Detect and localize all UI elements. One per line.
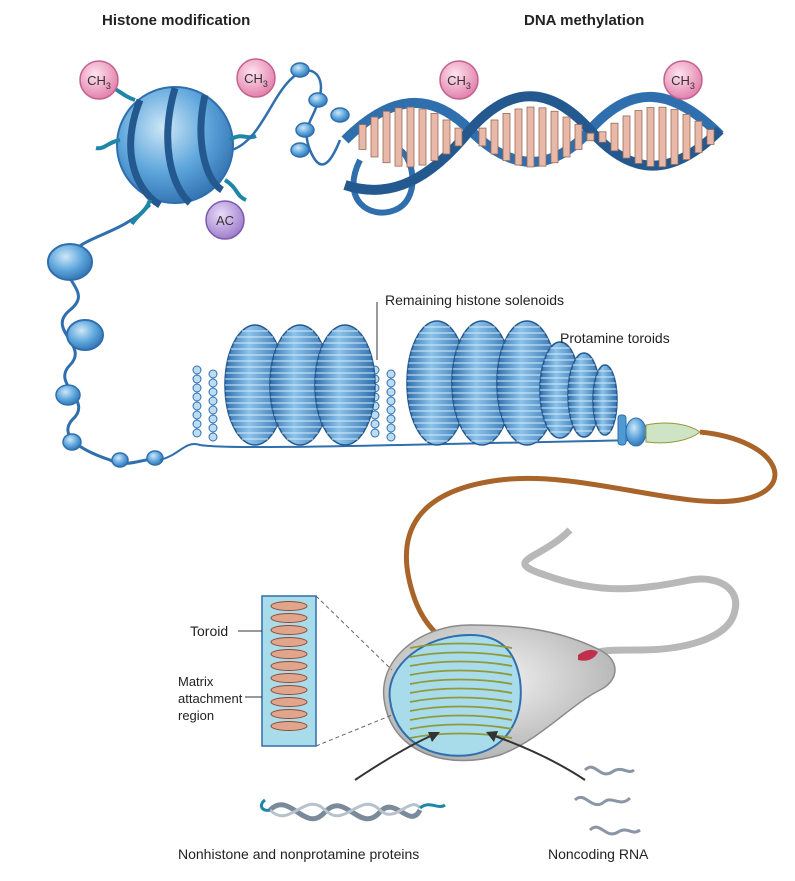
base-pair [370,116,379,158]
label-nonhistone-proteins: Nonhistone and nonprotamine proteins [178,846,420,862]
protamine-toroid [451,320,513,446]
noncoding-rna-illustration [573,765,641,836]
arrows [354,302,586,781]
midpiece-band [578,649,598,661]
inset-toroid [270,649,308,659]
dna-backbone-a [341,91,724,167]
arrow-proteins [354,734,434,781]
base-pair [358,124,367,150]
base-pair [442,119,451,155]
sperm-cell [382,527,740,762]
base-pair [610,122,619,152]
methyl-badge: CH3 [79,60,119,100]
base-pair [538,107,547,167]
histone-tail [130,199,152,226]
flagellum-gray [521,527,740,659]
arrow-rna [491,734,586,781]
base-pair [634,110,643,164]
upper-linker [231,62,350,166]
base-pair [706,129,715,145]
inset-toroid [270,625,308,635]
dna-wrap [127,98,162,208]
svg-text:AC: AC [216,213,234,228]
label-protamine-toroids: Protamine toroids [560,330,670,346]
svg-text:CH3: CH3 [244,71,268,89]
label-toroid: Toroid [190,623,229,639]
base-pair [622,115,631,159]
protamine-toroids [224,320,618,446]
base-pair [526,106,535,168]
svg-text:CH3: CH3 [671,73,695,91]
svg-text:CH3: CH3 [87,73,111,91]
flagellum-brown [404,429,778,663]
base-pair [418,108,427,166]
base-pair [394,107,403,167]
dna-wrap [197,94,225,194]
histone-tail [228,134,257,142]
histone-tail [223,178,247,202]
chromatin-loops [409,642,513,739]
nonhistone-protein-illustration [259,798,446,822]
base-pair [598,131,607,143]
histone-solenoid [192,365,218,442]
heading-histone-modification: Histone modification [102,12,251,29]
inset-toroid [270,721,308,731]
chromatin-fiber [159,439,641,461]
dna-double-helix [341,91,724,216]
base-pair [478,127,487,147]
inset-toroid [270,661,308,671]
base-pair [670,109,679,165]
base-pair [454,127,463,147]
acetyl-badge: AC [205,200,245,240]
base-pair [430,113,439,161]
protamine-toroid [592,364,618,436]
inset-toroid [270,709,308,719]
histone-solenoid [370,365,396,442]
svg-text:CH3: CH3 [447,73,471,91]
base-pair [406,106,415,168]
histone-tail [95,138,121,151]
label-remaining-histone-solenoids: Remaining histone solenoids [385,292,564,308]
inset-toroid [270,601,308,611]
histone-octamer [60,86,257,466]
base-pair [502,113,511,161]
inset-toroid [270,685,308,695]
inset-toroid [270,637,308,647]
methyl-badge: CH3 [236,58,276,98]
heading-dna-methylation: DNA methylation [524,12,645,29]
base-pair [658,106,667,168]
base-pair [586,132,595,142]
base-pairs [358,106,715,168]
dna-wrap [164,87,193,206]
label-noncoding-rna: Noncoding RNA [548,846,649,862]
base-pair [646,107,655,167]
fiber-taper [617,414,701,447]
base-pair [490,119,499,155]
linker-nucleosomes [47,243,164,468]
inset-toroid [270,697,308,707]
protamine-toroid [406,320,468,446]
label-matrix-attachment-region: Matrix attachment region [178,674,243,723]
toroid-inset [238,595,393,747]
base-pair [514,108,523,166]
base-pair [682,113,691,161]
base-pair [574,124,583,150]
base-pair [550,110,559,164]
methyl-badge: CH3 [439,60,479,100]
base-pair [694,120,703,154]
inset-toroid [270,613,308,623]
methyl-badge: CH3 [663,60,703,100]
protamine-toroid [314,324,376,446]
inset-toroid [270,673,308,683]
base-pair [562,116,571,158]
base-pair [382,110,391,164]
